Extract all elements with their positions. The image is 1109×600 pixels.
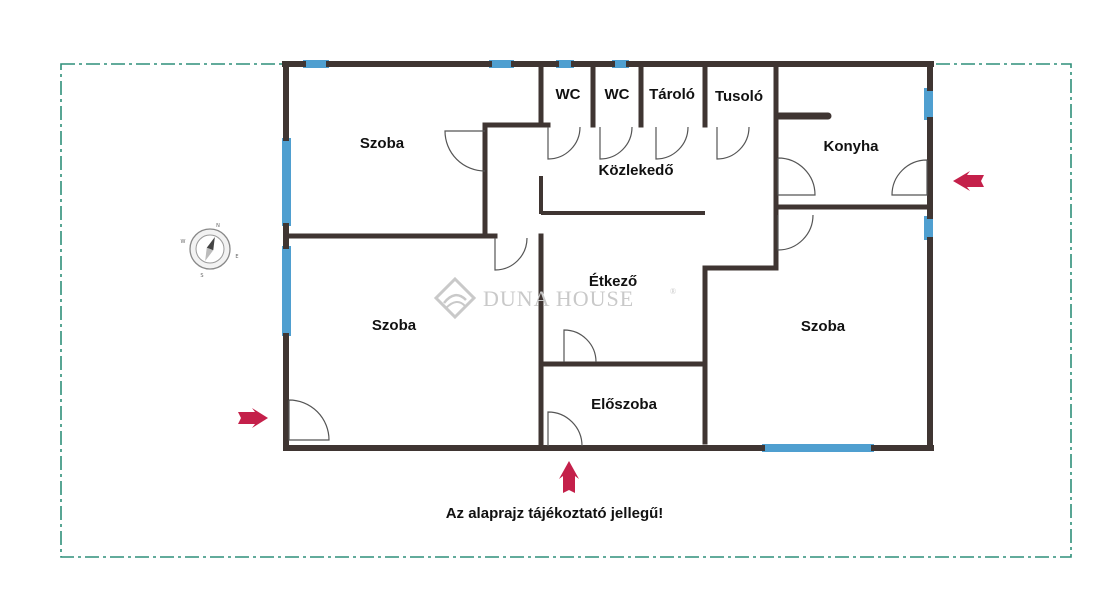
door <box>777 157 816 196</box>
arrow-right-icon <box>238 408 268 428</box>
window <box>489 60 514 68</box>
compass-icon <box>205 236 215 262</box>
room-label-eloszoba: Előszoba <box>591 396 658 413</box>
watermark: DUNA HOUSE ® <box>433 276 677 320</box>
entrance-arrows <box>238 171 984 493</box>
window <box>303 60 329 68</box>
room-label-etkezo: Étkező <box>589 273 637 290</box>
door <box>891 159 928 196</box>
walls <box>282 61 934 451</box>
door <box>716 126 750 160</box>
door <box>494 237 528 271</box>
window <box>924 88 933 120</box>
door <box>547 411 583 447</box>
door <box>563 329 597 363</box>
windows <box>282 60 933 452</box>
compass-west: W <box>181 239 186 245</box>
duna-house-logo-icon <box>433 276 477 320</box>
arrow-left-icon <box>953 171 984 191</box>
room-label-szoba-3: Szoba <box>801 318 846 335</box>
room-label-szoba-2: Szoba <box>372 317 417 334</box>
room-label-szoba-1: Szoba <box>360 135 405 152</box>
window <box>762 444 874 452</box>
window <box>556 60 574 68</box>
compass-north: N <box>216 223 220 229</box>
watermark-mark: ® <box>670 287 677 296</box>
arrow-up-icon <box>559 461 579 493</box>
room-label-wc-2: WC <box>605 86 630 103</box>
room-label-tarolo: Tároló <box>649 86 695 103</box>
door <box>444 130 486 172</box>
door <box>599 126 633 160</box>
doors <box>288 126 928 447</box>
compass: N E S W <box>181 223 239 279</box>
room-label-tusolo: Tusoló <box>715 88 763 105</box>
door <box>655 126 689 160</box>
door <box>288 399 330 441</box>
compass-east: E <box>235 254 238 260</box>
window <box>282 246 291 336</box>
door <box>547 126 581 160</box>
door <box>777 214 814 251</box>
compass-south: S <box>200 273 203 279</box>
window <box>612 60 629 68</box>
room-label-kozlekedo: Közlekedő <box>598 162 673 179</box>
room-labels: Szoba Szoba Szoba WC WC Tároló Tusoló Ko… <box>360 86 879 413</box>
window <box>282 138 291 226</box>
room-label-konyha: Konyha <box>823 138 879 155</box>
watermark-text: DUNA HOUSE <box>483 286 634 311</box>
disclaimer-note: Az alaprajz tájékoztató jellegű! <box>445 505 664 522</box>
window <box>924 216 933 240</box>
room-label-wc-1: WC <box>556 86 581 103</box>
